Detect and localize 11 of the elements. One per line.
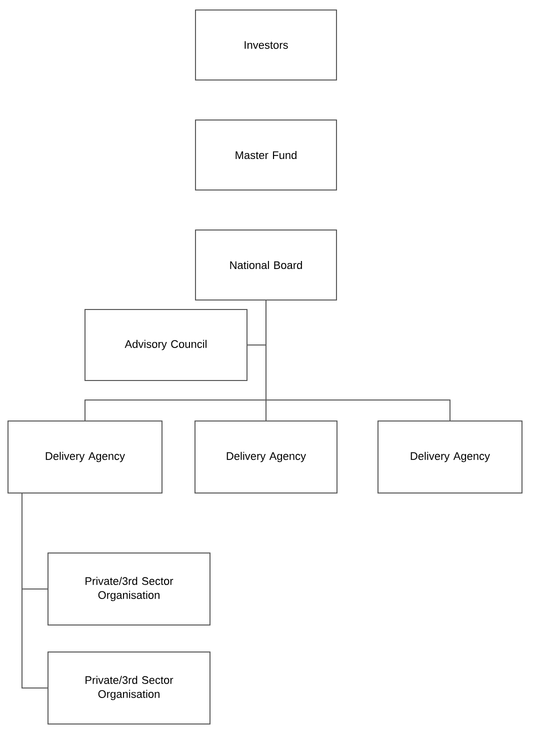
connector-line bbox=[22, 493, 48, 688]
org-box: Advisory Council bbox=[84, 309, 248, 381]
connector-line bbox=[266, 300, 450, 421]
org-box: Private/3rd Sector Organisation bbox=[48, 652, 210, 724]
org-box: Delivery Agency bbox=[194, 420, 338, 494]
org-box: Delivery Agency bbox=[378, 420, 522, 494]
org-box: Master Fund bbox=[195, 120, 337, 190]
org-box: Private/3rd Sector Organisation bbox=[48, 552, 210, 626]
org-box: Delivery Agency bbox=[8, 420, 162, 494]
org-box: National Board bbox=[195, 230, 337, 300]
org-box: Investors bbox=[195, 10, 337, 81]
